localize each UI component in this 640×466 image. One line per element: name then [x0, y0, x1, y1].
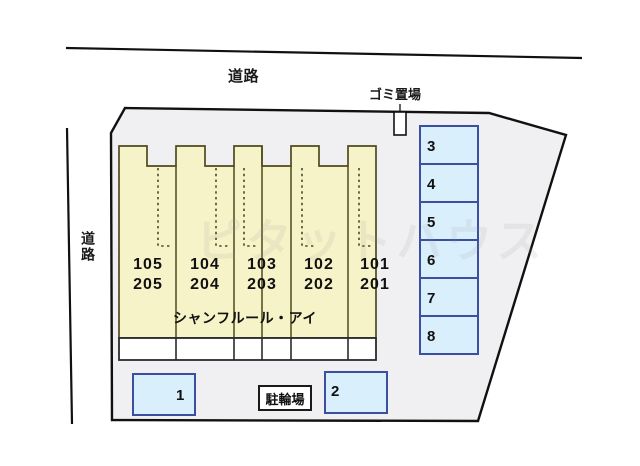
parking-stall-label-1: 1 — [176, 387, 185, 404]
unit-label-205-floor2: 205 — [133, 276, 163, 293]
unit-label-201-floor2: 201 — [360, 276, 390, 293]
unit-divider-lines — [175, 146, 349, 338]
garbage-station-label: ゴミ置場 — [369, 87, 422, 102]
building-entrance-strip — [118, 337, 377, 361]
road-label-top: 道路 — [228, 68, 260, 85]
unit-label-202-floor2: 202 — [304, 276, 334, 293]
unit-column-102: 102 202 — [295, 255, 343, 295]
parking-stall-label-8: 8 — [427, 328, 436, 345]
unit-column-104: 104 204 — [181, 255, 229, 295]
parking-stall-label-7: 7 — [427, 290, 436, 307]
unit-column-103: 103 203 — [238, 255, 286, 295]
parking-bottom-stalls — [132, 371, 388, 416]
road-label-left: 道路 — [80, 231, 96, 263]
parking-stall-label-3: 3 — [427, 138, 436, 155]
parking-stall-label-5: 5 — [427, 214, 436, 231]
unit-label-105-floor1: 105 — [133, 256, 163, 273]
garbage-station-box — [393, 111, 407, 136]
unit-column-101: 101 201 — [351, 255, 399, 295]
unit-label-102-floor1: 102 — [304, 256, 334, 273]
parking-stall-label-2: 2 — [331, 383, 340, 400]
entrance-strip-dividers — [175, 338, 349, 360]
parking-stall-label-4: 4 — [427, 176, 436, 193]
building-name-label: シャンフルール・アイ — [173, 310, 317, 326]
unit-label-104-floor1: 104 — [190, 256, 220, 273]
unit-label-203-floor2: 203 — [247, 276, 277, 293]
unit-column-105: 105 205 — [124, 255, 172, 295]
parking-stall-label-6: 6 — [427, 252, 436, 269]
unit-label-103-floor1: 103 — [247, 256, 277, 273]
stair-dotted-indicators — [157, 168, 373, 247]
road-top-edge-line — [65, 46, 583, 60]
bicycle-parking-label: 駐輪場 — [258, 385, 312, 411]
road-left-edge-line — [65, 127, 74, 425]
unit-label-101-floor1: 101 — [360, 256, 390, 273]
unit-label-204-floor2: 204 — [190, 276, 220, 293]
parking-column-right — [419, 125, 479, 355]
